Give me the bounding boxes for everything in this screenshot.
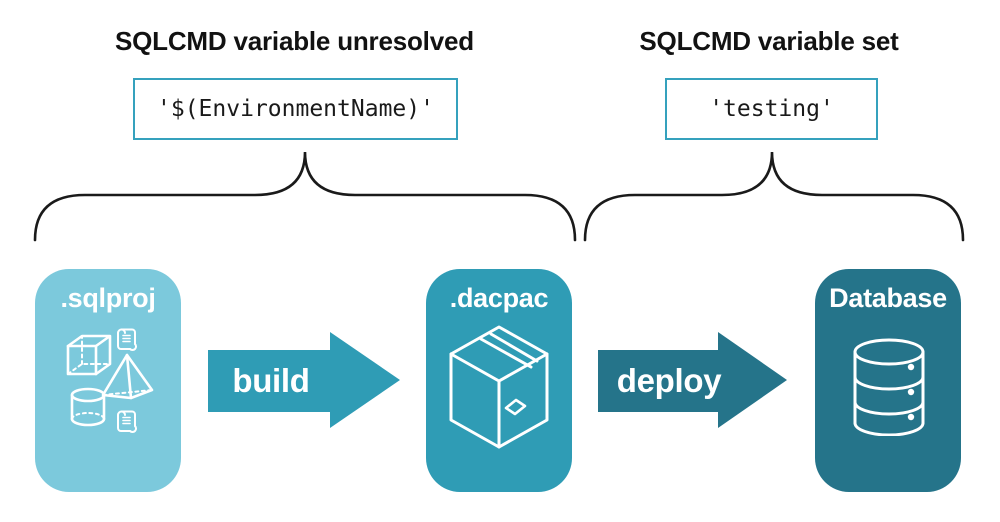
script-scroll-icon bbox=[117, 410, 138, 434]
resolved-variable-codebox: 'testing' bbox=[665, 78, 878, 140]
build-arrow bbox=[208, 332, 400, 428]
database-dot bbox=[907, 363, 915, 371]
left-heading: SQLCMD variable unresolved bbox=[115, 26, 474, 56]
cube-icon bbox=[66, 334, 112, 376]
unresolved-variable-text: '$(EnvironmentName)' bbox=[157, 96, 434, 122]
right-brace bbox=[583, 151, 965, 242]
script-scroll-icon bbox=[117, 328, 138, 352]
sql-objects-icons bbox=[66, 328, 154, 434]
build-arrow-label: build bbox=[232, 362, 310, 399]
package-icon bbox=[449, 325, 549, 449]
database-dot bbox=[907, 413, 915, 421]
unresolved-variable-codebox: '$(EnvironmentName)' bbox=[133, 78, 458, 140]
right-heading: SQLCMD variable set bbox=[639, 26, 899, 56]
database-icon bbox=[853, 338, 925, 436]
pyramid-icon bbox=[101, 353, 154, 400]
deploy-arrow bbox=[598, 332, 787, 428]
dacpac-node-label: .dacpac bbox=[449, 283, 549, 313]
deploy-arrow-label: deploy bbox=[616, 362, 722, 399]
resolved-variable-text: 'testing' bbox=[709, 96, 834, 122]
database-node: Database bbox=[815, 269, 961, 492]
dacpac-node: .dacpac bbox=[426, 269, 572, 492]
sqlproj-node-label: .sqlproj bbox=[60, 283, 156, 313]
sqlproj-node: .sqlproj bbox=[35, 269, 181, 492]
database-node-label: Database bbox=[829, 283, 947, 313]
left-brace bbox=[33, 151, 577, 242]
cylinder-icon bbox=[70, 387, 106, 427]
database-dot bbox=[907, 388, 915, 396]
